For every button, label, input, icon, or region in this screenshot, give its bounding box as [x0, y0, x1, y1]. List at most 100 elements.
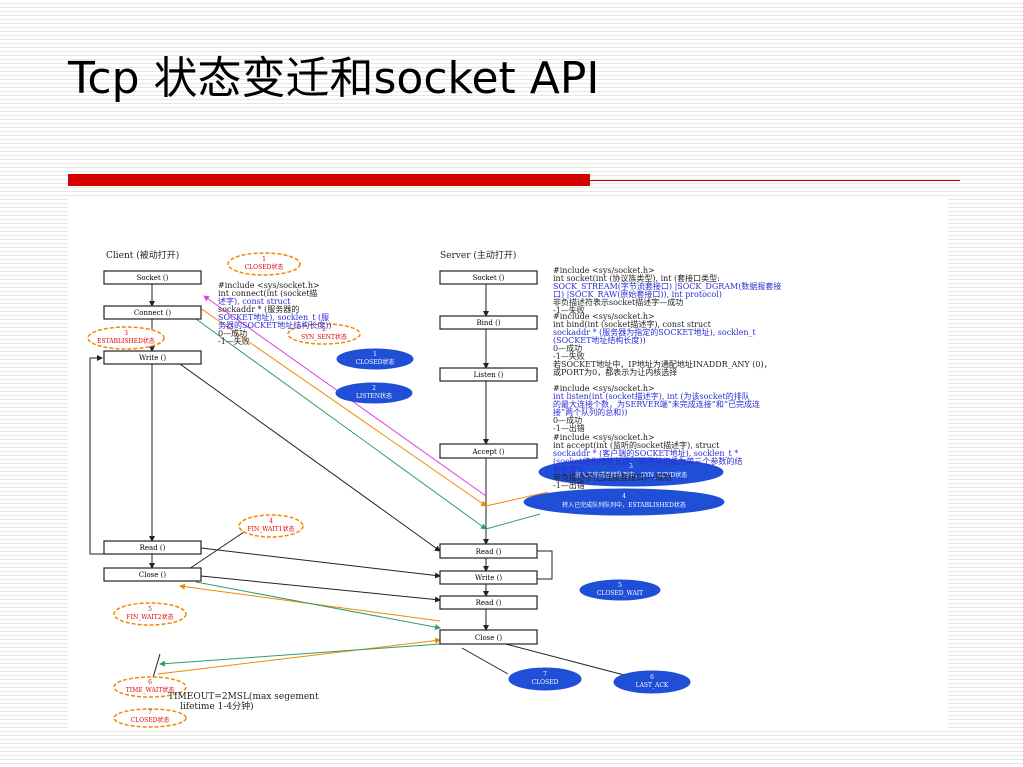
svg-text:FIN_WAIT2状态: FIN_WAIT2状态	[126, 613, 173, 621]
svg-text:#include <sys/socket.h>: #include <sys/socket.h>	[553, 266, 655, 275]
svg-text:2: 2	[322, 326, 326, 333]
svg-text:SYN_SENT状态: SYN_SENT状态	[301, 333, 347, 341]
client-box-socket: Socket ()	[103, 270, 202, 285]
svg-text:2: 2	[372, 385, 376, 392]
svg-text:5: 5	[148, 606, 152, 613]
svg-text:SOCKET地址), socklen_t (服: SOCKET地址), socklen_t (服	[218, 312, 329, 322]
server-state-closed-final: 7 CLOSED	[508, 667, 582, 691]
client-box-connect: Connect ()	[103, 305, 202, 320]
svg-text:Write (): Write ()	[139, 354, 166, 362]
svg-text:6: 6	[148, 679, 152, 686]
svg-text:7: 7	[148, 709, 152, 716]
title-divider-red-block	[68, 174, 590, 186]
svg-text:5: 5	[618, 582, 622, 589]
svg-text:Connect (): Connect ()	[134, 309, 171, 317]
svg-text:sockaddr * (服务器的: sockaddr * (服务器的	[218, 304, 299, 314]
svg-text:#include <sys/socket.h>: #include <sys/socket.h>	[553, 384, 655, 393]
svg-text:0—成功: 0—成功	[218, 328, 247, 338]
svg-text:LISTEN状态: LISTEN状态	[356, 392, 392, 400]
svg-text:LAST_ACK: LAST_ACK	[636, 682, 669, 689]
svg-text:Socket (): Socket ()	[137, 274, 169, 282]
server-box-close: Close ()	[439, 629, 538, 645]
client-state-syn-sent: 2 SYN_SENT状态	[287, 323, 361, 345]
client-connect-code: #include <sys/socket.h> int connect(int …	[218, 281, 332, 346]
server-state-established: 4 转入已完成队列队列中，ESTABLISHED状态	[523, 488, 725, 516]
svg-text:3: 3	[124, 330, 128, 337]
svg-text:FIN_WAIT1状态: FIN_WAIT1状态	[247, 525, 294, 533]
svg-text:或PORT为0，都表示为让内核选择: 或PORT为0，都表示为让内核选择	[553, 367, 677, 377]
server-box-accept: Accept ()	[439, 443, 538, 459]
svg-text:务器的SOCKET地址结构长度)): 务器的SOCKET地址结构长度))	[218, 320, 332, 330]
svg-text:-1—失败: -1—失败	[218, 336, 250, 346]
svg-text:sockaddr * (服务器为指定的SOCKET地址),: sockaddr * (服务器为指定的SOCKET地址), socklen_t	[553, 327, 757, 337]
client-state-fin-wait2: 5 FIN_WAIT2状态	[113, 602, 187, 626]
server-state-listen: 2 LISTEN状态	[335, 382, 413, 404]
client-state-time-wait: 6 TIME_WAIT状态	[113, 676, 187, 698]
server-header: Server (主动打开)	[440, 249, 516, 261]
svg-text:int connect(int (socket描: int connect(int (socket描	[218, 288, 317, 298]
svg-text:0—成功: 0—成功	[553, 415, 582, 425]
server-box-write: Write ()	[439, 570, 538, 585]
svg-text:的最大连接个数，为SERVER端“未完成连接”和“已完成连: 的最大连接个数，为SERVER端“未完成连接”和“已完成连	[553, 399, 760, 409]
svg-text:(socket结构地址长度，调用前初值为第三个参数的结: (socket结构地址长度，调用前初值为第三个参数的结	[553, 456, 742, 466]
svg-text:-1—失败: -1—失败	[553, 305, 585, 315]
svg-text:CLOSED_WAIT: CLOSED_WAIT	[597, 590, 643, 597]
svg-text:7: 7	[543, 671, 547, 678]
server-state-syn-rcvd: 3 放入未完成连接队列中，SYN_RCVD状态	[538, 457, 724, 487]
svg-text:0—成功: 0—成功	[553, 343, 582, 353]
svg-text:非负描述符表示socket描述字—成功: 非负描述符表示socket描述字—成功	[553, 297, 683, 307]
server-box-socket: Socket ()	[439, 270, 538, 285]
svg-text:转入已完成队列队列中，ESTABLISHED状态: 转入已完成队列队列中，ESTABLISHED状态	[562, 501, 686, 509]
svg-text:-1—出错: -1—出错	[553, 480, 585, 490]
svg-text:CLOSED: CLOSED	[532, 679, 559, 686]
server-state-closed: 1 CLOSED状态	[336, 348, 414, 370]
svg-text:int accept(int (监听的socket描述字),: int accept(int (监听的socket描述字), struct	[553, 440, 720, 450]
svg-text:CLOSED状态: CLOSED状态	[131, 716, 170, 724]
svg-text:非负描述字(已连接套接口)—成功: 非负描述字(已连接套接口)—成功	[553, 472, 671, 482]
svg-text:int socket(int (协议族类型), int (套: int socket(int (协议族类型), int (套接口类型:	[553, 273, 720, 283]
svg-text:ESTABLISHED状态: ESTABLISHED状态	[97, 337, 155, 345]
svg-text:SOCK_STREAM(字节流套接口) |SOCK_DGRA: SOCK_STREAM(字节流套接口) |SOCK_DGRAM(数据报套接	[553, 281, 781, 291]
svg-text:口) |SOCK_RAW(原始套接口)), int prot: 口) |SOCK_RAW(原始套接口)), int protocol)	[553, 289, 722, 299]
server-box-read: Read ()	[439, 543, 538, 559]
svg-text:接”两个队列的总和)): 接”两个队列的总和))	[553, 407, 627, 417]
timeout-note: TIMEOUT=2MSL(max segement lifetime 1-4分钟…	[168, 691, 319, 712]
svg-text:TIME_WAIT状态: TIME_WAIT状态	[126, 686, 174, 694]
svg-text:Read (): Read ()	[476, 599, 502, 607]
server-box-listen: Listen ()	[439, 367, 538, 382]
client-box-read: Read ()	[103, 540, 202, 555]
server-api-code: #include <sys/socket.h> int socket(int (…	[553, 266, 781, 490]
slide-title: Tcp 状态变迁和socket API	[68, 53, 600, 104]
svg-text:3: 3	[629, 463, 633, 470]
svg-text:Read (): Read ()	[140, 544, 166, 552]
svg-text:4: 4	[622, 493, 626, 500]
svg-text:-1—失败: -1—失败	[553, 351, 585, 361]
svg-text:(SOCKET地址结构长度)): (SOCKET地址结构长度))	[553, 335, 646, 345]
svg-text:#include <sys/socket.h>: #include <sys/socket.h>	[553, 312, 655, 321]
svg-text:述字), const struct: 述字), const struct	[218, 296, 291, 306]
server-flow-lines	[483, 284, 553, 631]
svg-text:Close (): Close ()	[139, 571, 167, 579]
client-flow-lines	[89, 284, 155, 569]
svg-text:4: 4	[269, 518, 273, 525]
client-state-closed-final: 7 CLOSED状态	[113, 708, 187, 728]
server-state-last-ack: 6 LAST_ACK	[613, 670, 691, 694]
server-state-close-wait: 5 CLOSED_WAIT	[579, 579, 661, 601]
svg-text:#include <sys/socket.h>: #include <sys/socket.h>	[218, 281, 320, 290]
svg-text:-1—出错: -1—出错	[553, 423, 585, 433]
client-header: Client (被动打开)	[106, 249, 179, 261]
title-divider-thin-line	[590, 180, 960, 181]
client-state-closed: 1 CLOSED状态	[227, 252, 301, 276]
server-box-read-2: Read ()	[439, 595, 538, 610]
diagram-canvas: Client (被动打开) Server (主动打开)	[87, 249, 781, 728]
client-box-write: Write ()	[103, 350, 202, 365]
svg-text:1: 1	[262, 256, 266, 263]
svg-text:Close (): Close ()	[475, 634, 503, 642]
svg-text:#include <sys/socket.h>: #include <sys/socket.h>	[553, 433, 655, 442]
svg-text:放入未完成连接队列中，SYN_RCVD状态: 放入未完成连接队列中，SYN_RCVD状态	[575, 471, 688, 479]
client-box-close: Close ()	[103, 567, 202, 582]
svg-text:Listen (): Listen ()	[474, 371, 504, 379]
svg-text:Bind (): Bind ()	[476, 319, 500, 327]
svg-text:int bind(int (socket描述字), cons: int bind(int (socket描述字), const struct	[553, 319, 712, 329]
tcp-state-diagram: Client (被动打开) Server (主动打开)	[68, 196, 948, 728]
